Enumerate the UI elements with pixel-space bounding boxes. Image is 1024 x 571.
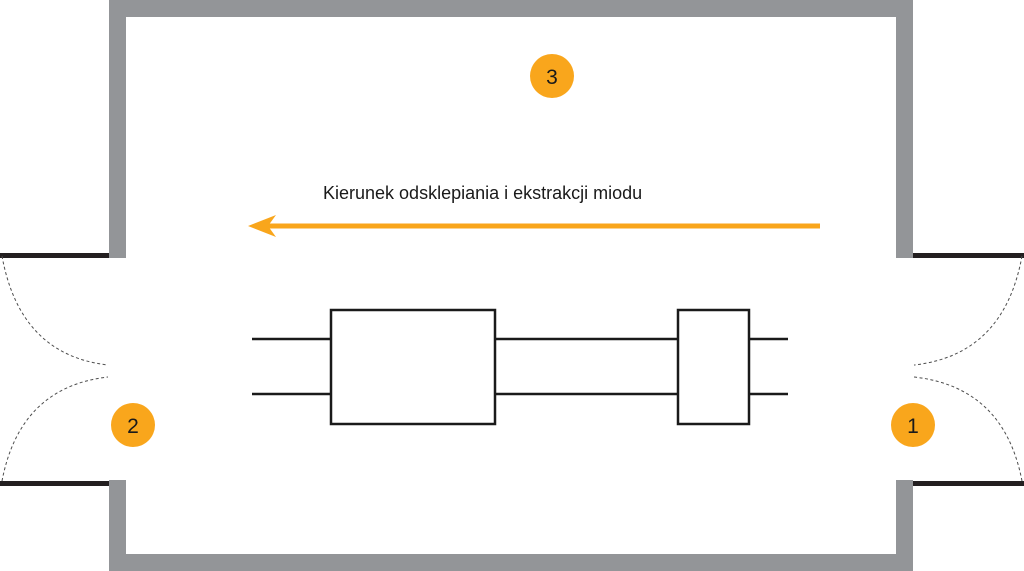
door-swing-icon xyxy=(1,255,1023,482)
door-swing-left-upper xyxy=(1,255,109,366)
wall-bottom xyxy=(109,554,913,571)
marker-2: 2 xyxy=(111,403,155,447)
marker-1-label: 1 xyxy=(907,415,919,438)
marker-3-label: 3 xyxy=(546,66,558,89)
arrow-left-icon xyxy=(248,215,820,237)
direction-label: Kierunek odsklepiania i ekstrakcji miodu xyxy=(323,183,642,203)
marker-3-circle xyxy=(530,54,574,98)
marker-3: 3 xyxy=(530,54,574,98)
door-swing-right-upper xyxy=(913,255,1023,366)
marker-1-circle xyxy=(891,403,935,447)
door-frame-right-top xyxy=(913,253,1024,258)
wall-left-lower xyxy=(109,480,126,571)
door-frame-left-bottom xyxy=(0,481,109,486)
door-frames xyxy=(0,253,1024,486)
door-swing-left-lower xyxy=(1,376,109,482)
door-frame-right-bottom xyxy=(913,481,1024,486)
machine-small-box xyxy=(676,308,751,426)
equipment-line xyxy=(252,308,788,426)
door-frame-left-top xyxy=(0,253,109,258)
direction-arrow-head xyxy=(248,215,276,237)
room-walls xyxy=(109,0,913,571)
wall-right-upper xyxy=(896,0,913,258)
marker-1: 1 xyxy=(891,403,935,447)
wall-right-lower xyxy=(896,480,913,571)
marker-2-circle xyxy=(111,403,155,447)
wall-top xyxy=(109,0,913,17)
door-swing-right-lower xyxy=(913,376,1023,482)
wall-left-upper xyxy=(109,0,126,258)
machine-large-box xyxy=(329,308,497,426)
marker-2-label: 2 xyxy=(127,415,139,438)
